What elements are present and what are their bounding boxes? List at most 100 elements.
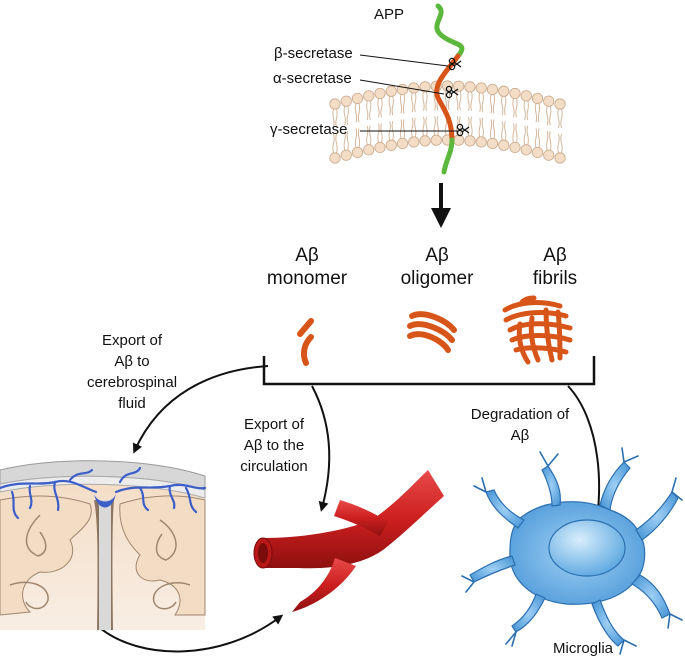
lipid-tail — [422, 91, 428, 112]
lipid-tail — [399, 94, 406, 114]
csf-label-line4: fluid — [118, 395, 146, 412]
abeta-monomer-shape — [297, 318, 314, 366]
lipid-tail — [332, 108, 338, 129]
lipid-tail — [388, 96, 394, 116]
lipid-head — [430, 134, 442, 146]
lipid-head — [554, 152, 566, 164]
lipid-tail — [433, 116, 439, 136]
monomer-label-line1: Aβ — [295, 245, 319, 266]
lipid-tail — [489, 119, 496, 139]
lipid-tail — [546, 131, 552, 151]
oligomer-label-line2: oligomer — [400, 268, 474, 289]
microglia-label: Microglia — [553, 640, 614, 657]
abeta-oligomer-shape — [407, 311, 457, 353]
lipid-head — [340, 95, 352, 107]
lipid-tail — [422, 116, 428, 137]
scissors-icon — [448, 57, 462, 71]
lipid-tail — [354, 103, 361, 123]
fibrils-label-line2: fibrils — [532, 268, 578, 289]
arrow-to-circulation — [311, 385, 331, 512]
lipid-tail — [501, 96, 507, 116]
lipid-head — [385, 139, 397, 151]
lipid-tail — [534, 103, 541, 123]
monomer-label-line2: monomer — [266, 268, 348, 289]
lipid-tail — [444, 90, 451, 111]
fibrils-label-line1: Aβ — [543, 245, 567, 266]
lipid-head — [408, 136, 420, 148]
lipid-tail — [523, 100, 529, 120]
lipid-head — [554, 98, 566, 110]
lipid-head — [486, 83, 499, 96]
lipid-tail — [366, 100, 372, 120]
lipid-tail — [411, 117, 417, 138]
oligomer-label: Aβ oligomer — [392, 244, 482, 290]
lipid-tail — [478, 92, 484, 113]
alpha-secretase-label: α-secretase — [273, 70, 352, 87]
lipid-tail — [512, 123, 518, 143]
scissors-icon — [445, 85, 459, 99]
lipid-head — [374, 87, 386, 100]
circ-label-line1: Export of — [243, 416, 305, 433]
down-arrow-icon — [431, 183, 451, 228]
lipid-tail — [546, 106, 552, 126]
lipid-head — [475, 136, 487, 148]
lipid-head — [520, 90, 532, 102]
lipid-head — [351, 92, 364, 105]
lipid-tail — [467, 116, 473, 137]
circ-label-line3: circulation — [240, 458, 308, 475]
lipid-head — [543, 95, 555, 107]
csf-label-line2: Aβ to — [114, 353, 150, 370]
blood-vessel-illustration — [253, 470, 444, 612]
lipid-head — [531, 146, 544, 159]
lipid-head — [396, 137, 409, 150]
lipid-tail — [523, 125, 529, 145]
deg-label-line2: Aβ — [510, 427, 530, 444]
scissors-icon — [456, 123, 470, 137]
lipid-tail — [557, 108, 563, 129]
lipid-tail — [478, 117, 484, 138]
lipid-head — [419, 135, 431, 147]
monomer-label: Aβ monomer — [262, 244, 352, 290]
beta-secretase-label: β-secretase — [274, 45, 353, 62]
deg-label-line1: Degradation of — [470, 406, 570, 423]
lipid-tail — [377, 123, 383, 143]
lipid-tail — [343, 131, 349, 151]
arrow-to-csf — [132, 365, 269, 454]
lipid-head — [520, 144, 532, 156]
lipid-head — [475, 82, 487, 94]
lipid-tail — [467, 91, 473, 112]
brain-meninges-illustration — [0, 460, 207, 631]
lipid-head — [396, 83, 409, 96]
bracket — [262, 356, 596, 386]
lipid-head — [509, 87, 521, 100]
abeta-fibrils-shape — [502, 295, 573, 365]
lipid-tail — [354, 128, 361, 148]
lipid-head — [464, 81, 476, 93]
lipid-bilayer — [329, 80, 566, 164]
oligomer-label-line1: Aβ — [425, 245, 449, 266]
lipid-head — [363, 90, 375, 102]
lipid-tail — [512, 98, 518, 118]
lipid-head — [340, 149, 352, 161]
lipid-tail — [501, 121, 507, 141]
lipid-tail — [456, 91, 462, 111]
lipid-head — [531, 92, 544, 105]
lipid-head — [498, 139, 510, 151]
lipid-tail — [399, 119, 406, 139]
lipid-head — [464, 135, 476, 147]
export-circulation-label: Export of Aβ to the circulation — [218, 414, 330, 477]
lipid-head — [329, 152, 341, 164]
app-label: APP — [374, 6, 405, 23]
degradation-label: Degradation of Aβ — [455, 404, 585, 446]
circ-label-line2: Aβ to the — [243, 437, 305, 454]
arrow-brain-to-vessel — [99, 614, 284, 653]
lipid-tail — [343, 106, 349, 126]
lipid-head — [329, 98, 341, 110]
app-protein — [434, 3, 465, 175]
csf-label-line1: Export of — [101, 332, 163, 349]
lipid-head — [453, 80, 465, 92]
lipid-head — [509, 141, 521, 154]
lipid-tail — [411, 92, 417, 113]
